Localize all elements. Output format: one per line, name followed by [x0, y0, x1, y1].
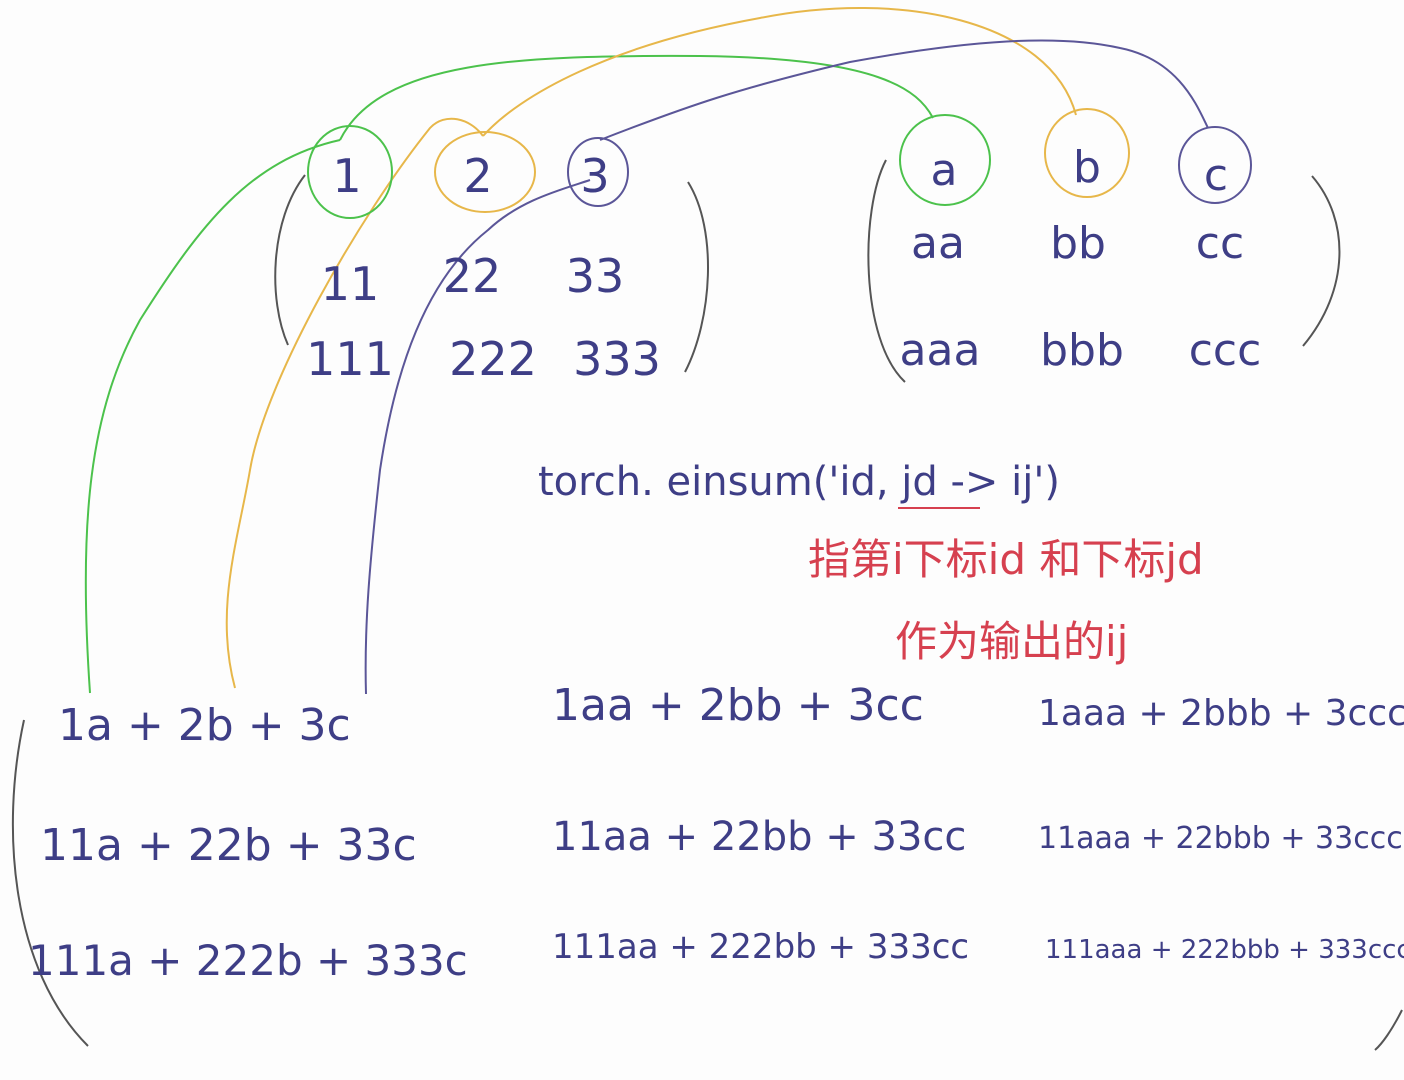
result-cell-3-3: 111aaa + 222bbb + 333ccc	[1045, 935, 1404, 965]
circle-1	[307, 125, 393, 219]
result-left-bracket	[11, 719, 89, 1047]
circle-a	[899, 114, 991, 206]
result-right-bracket	[1374, 1009, 1403, 1051]
matrix-b-cell-3-1: aaa	[900, 325, 981, 376]
result-cell-2-3: 11aaa + 22bbb + 33ccc	[1038, 821, 1403, 856]
circle-c	[1178, 126, 1252, 204]
result-cell-1-3: 1aaa + 2bbb + 3ccc	[1038, 693, 1404, 734]
result-row-3: 111a + 222b + 333c 111aa + 222bb + 333cc…	[28, 927, 1404, 985]
annotation-line-2: 作为输出的ij	[895, 617, 1128, 666]
matrix-b-right-bracket	[1302, 175, 1341, 347]
einsum-code: torch. einsum('id, jd -> ij')	[538, 459, 1060, 505]
matrix-b-cell-1-3: c	[1204, 150, 1228, 201]
matrix-a-cell-1-2: 2	[463, 149, 492, 203]
result-cell-3-2: 111aa + 222bb + 333cc	[552, 927, 969, 967]
green-drop	[84, 139, 341, 694]
yellow-drop	[225, 117, 484, 689]
green-connection	[339, 54, 934, 141]
yellow-connection	[482, 6, 1077, 137]
matrix-a-cell-3-1: 111	[306, 332, 394, 386]
result-row-1: 1a + 2b + 3c 1aa + 2bb + 3cc 1aaa + 2bbb…	[58, 680, 1404, 751]
matrix-a-left-bracket	[274, 174, 306, 346]
result-cell-1-1: 1a + 2b + 3c	[58, 700, 351, 751]
matrix-b-cell-1-1: a	[931, 145, 958, 196]
matrix-a-cell-1-3: 3	[580, 149, 609, 203]
circle-b	[1044, 108, 1130, 198]
annotation: 指第i下标id 和下标jd 作为输出的ij	[808, 535, 1204, 666]
annotation-line-1: 指第i下标id 和下标jd	[808, 535, 1204, 584]
matrix-b-cell-2-1: aa	[911, 218, 965, 269]
matrix-b: a b c aa bb cc aaa bbb ccc	[900, 142, 1262, 376]
matrix-b-cell-2-2: bb	[1050, 218, 1106, 269]
matrix-b-cell-1-2: b	[1073, 142, 1101, 193]
purple-drop	[364, 179, 591, 695]
matrix-b-left-bracket	[867, 159, 906, 383]
result-row-2: 11a + 22b + 33c 11aa + 22bb + 33cc 11aaa…	[40, 814, 1403, 871]
matrix-a-cell-2-3: 33	[566, 249, 625, 303]
matrix-b-cell-3-2: bbb	[1040, 325, 1124, 376]
circle-3	[567, 137, 629, 207]
matrix-a-cell-1-1: 1	[332, 149, 361, 203]
result-cell-3-1: 111a + 222b + 333c	[28, 936, 468, 985]
result-matrix: 1a + 2b + 3c 1aa + 2bb + 3cc 1aaa + 2bbb…	[28, 680, 1404, 985]
highlight-circles	[307, 108, 1252, 219]
matrix-a-cell-3-2: 222	[449, 332, 537, 386]
matrix-b-cell-3-3: ccc	[1189, 325, 1262, 376]
circle-2	[434, 131, 536, 213]
matrix-a-cell-3-3: 333	[573, 332, 661, 386]
result-cell-2-1: 11a + 22b + 33c	[40, 820, 417, 871]
matrix-brackets	[11, 159, 1403, 1051]
matrix-a-cell-2-2: 22	[443, 249, 502, 303]
matrix-b-cell-2-3: cc	[1196, 218, 1244, 269]
matrix-a: 1 2 3 11 22 33 111 222 333	[306, 149, 661, 386]
result-cell-2-2: 11aa + 22bb + 33cc	[552, 814, 966, 860]
purple-connection	[599, 39, 1209, 141]
matrix-a-cell-2-1: 11	[321, 257, 380, 311]
result-cell-1-2: 1aa + 2bb + 3cc	[552, 680, 924, 731]
connection-curves	[84, 6, 1209, 695]
matrix-a-right-bracket	[684, 181, 710, 373]
